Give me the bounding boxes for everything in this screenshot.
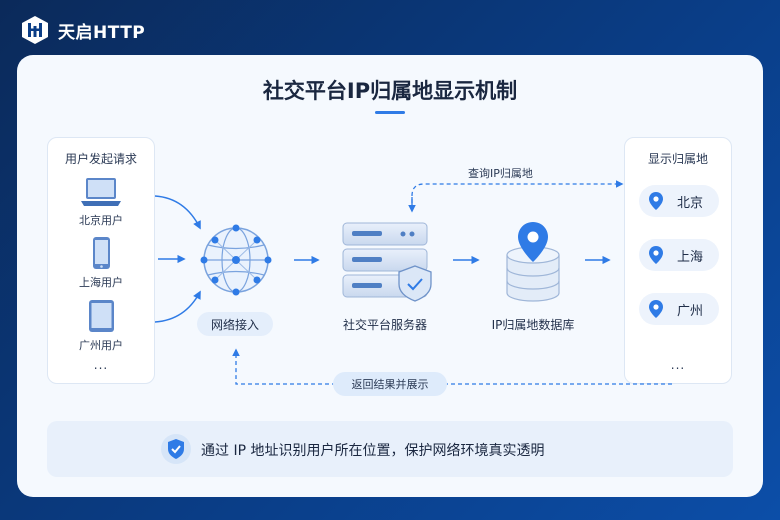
users-panel-title: 用户发起请求 — [64, 152, 137, 166]
arrow-user-guangzhou-to-network — [154, 290, 201, 323]
shield-check-icon — [398, 265, 432, 302]
footer-text: 通过 IP 地址识别用户所在位置，保护网络环境真实透明 — [201, 443, 545, 459]
location-pill-beijing: 北京 — [639, 185, 719, 217]
network-label: 网络接入 — [197, 312, 273, 336]
query-flow-arrow — [411, 180, 624, 210]
map-pin-icon — [649, 300, 663, 318]
phone-icon — [93, 237, 110, 269]
hexagon-logo-icon — [22, 16, 48, 44]
brand-name: 天启HTTP — [58, 22, 146, 43]
locations-more: ... — [670, 358, 686, 372]
server-label: 社交平台服务器 — [342, 318, 427, 332]
user-item-shanghai: 上海用户 — [48, 236, 154, 290]
query-flow-label: 查询IP归属地 — [468, 167, 533, 180]
title-underline — [375, 111, 405, 114]
shield-check-icon — [161, 434, 191, 464]
user-label: 北京用户 — [79, 214, 123, 227]
map-pin-icon — [649, 192, 663, 210]
database-label: IP归属地数据库 — [491, 318, 575, 332]
laptop-icon — [81, 178, 121, 206]
footer-banner: 通过 IP 地址识别用户所在位置，保护网络环境真实透明 — [47, 421, 733, 477]
locations-panel: 显示归属地 北京 上海 广州 ... — [624, 137, 732, 384]
users-panel: 用户发起请求 北京用户 上海用户 广州用户 ... — [47, 137, 155, 384]
location-label: 广州 — [677, 303, 704, 319]
brand: 天启HTTP — [20, 15, 145, 45]
location-label: 上海 — [677, 249, 704, 265]
user-item-guangzhou: 广州用户 — [48, 299, 154, 353]
locations-panel-title: 显示归属地 — [647, 152, 708, 166]
user-item-beijing: 北京用户 — [48, 176, 154, 228]
location-pill-guangzhou: 广州 — [639, 293, 719, 325]
return-flow-arrow — [232, 348, 672, 385]
arrow-user-beijing-to-network — [154, 195, 201, 230]
map-pin-icon — [649, 246, 663, 264]
map-pin-icon — [518, 222, 548, 262]
database-icon — [506, 246, 560, 302]
location-label: 北京 — [677, 195, 704, 211]
user-label: 广州用户 — [79, 339, 123, 352]
tablet-icon — [89, 300, 114, 332]
network-globe-icon — [200, 224, 272, 296]
users-more: ... — [93, 358, 109, 372]
user-label: 上海用户 — [79, 276, 123, 289]
return-flow-label: 返回结果并展示 — [333, 372, 447, 396]
location-pill-shanghai: 上海 — [639, 239, 719, 271]
page-title: 社交平台IP归属地显示机制 — [262, 79, 518, 103]
